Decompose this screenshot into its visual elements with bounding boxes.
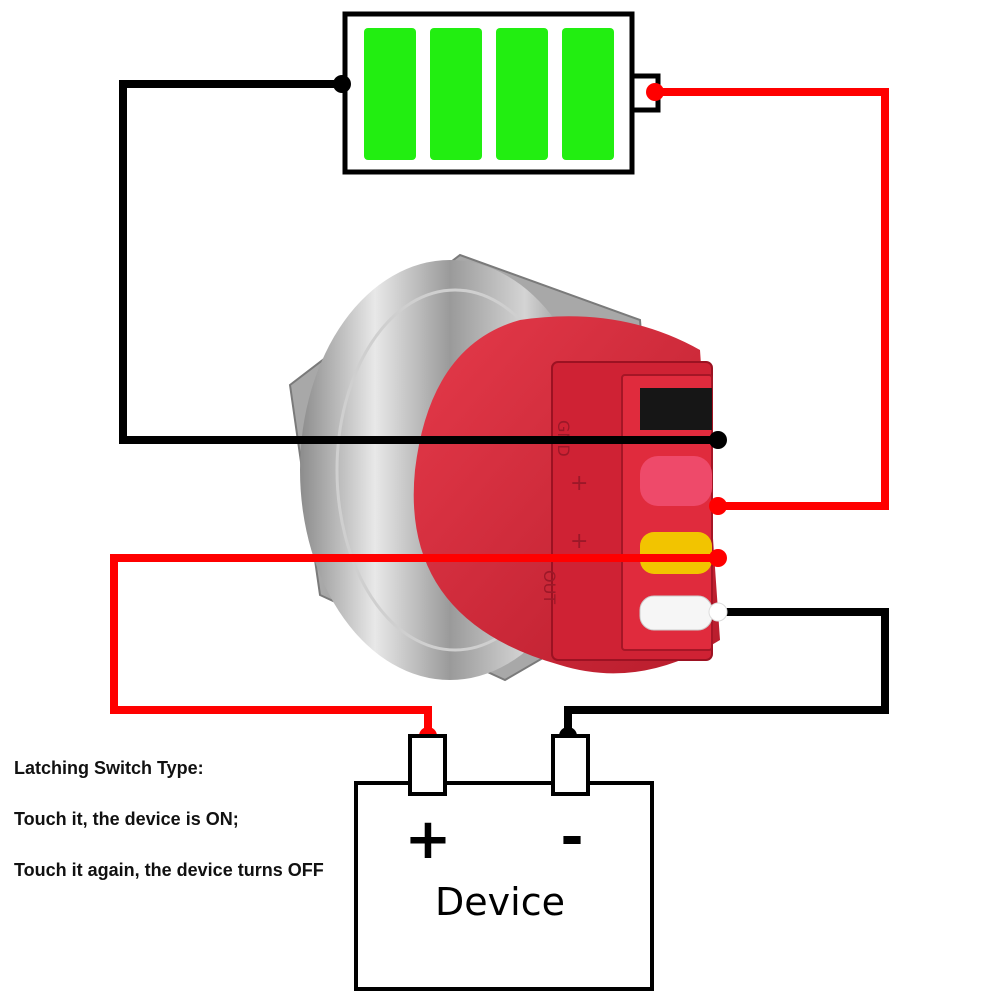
switch-wire-red [640, 456, 712, 506]
dot-battery-negative [333, 75, 351, 93]
dot-switch-gnd [709, 431, 727, 449]
switch-mark-plus: + [570, 529, 588, 554]
wires [110, 80, 889, 738]
device-plus-label: + [405, 807, 452, 872]
switch-wire-black [640, 388, 712, 430]
wire-device-negative [564, 608, 889, 738]
switch-wire-white [639, 595, 713, 631]
latching-switch: GND + + OUT [288, 253, 720, 682]
device-box [354, 781, 654, 991]
switch-wire-yellow [640, 532, 712, 574]
dot-switch-power [709, 497, 727, 515]
wire-device-positive [110, 554, 718, 738]
device-label: Device [435, 880, 565, 924]
note-touch-on: Touch it, the device is ON; [14, 809, 239, 829]
switch-mark-out: OUT [540, 570, 559, 604]
device: + - Device [354, 734, 654, 991]
dot-battery-positive [646, 83, 664, 101]
device-terminal-negative [551, 734, 590, 796]
dot-switch-out [709, 549, 727, 567]
switch-mark-plus: + [570, 471, 588, 496]
note-touch-off: Touch it again, the device turns OFF [14, 860, 324, 880]
note-switch-type: Latching Switch Type: [14, 758, 204, 778]
battery-cell [364, 28, 416, 160]
wire-battery-negative [119, 80, 720, 444]
battery-cell [562, 28, 614, 160]
device-terminal-positive [408, 734, 447, 796]
wire-battery-positive [655, 88, 889, 510]
device-minus-label: - [560, 805, 583, 870]
dot-switch-led-negative [708, 602, 728, 622]
battery [342, 11, 661, 175]
battery-cell [430, 28, 482, 160]
battery-cell [496, 28, 548, 160]
